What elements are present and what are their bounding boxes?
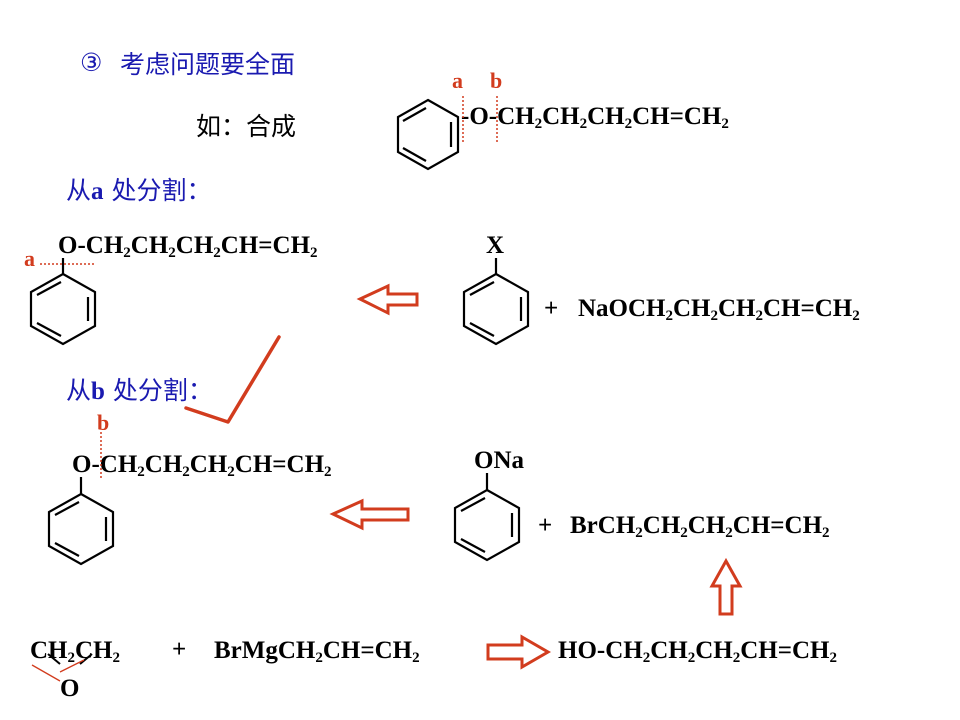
formula-subscript: 2 bbox=[732, 650, 741, 666]
formula-subscript: 2 bbox=[137, 464, 145, 480]
formula-subscript: 2 bbox=[721, 116, 729, 132]
bond-label-a: a bbox=[452, 68, 463, 93]
route-a-reagent-formula: NaOCH2CH2CH2CH=CH2 bbox=[578, 295, 860, 324]
formula-segment: CH bbox=[718, 295, 756, 322]
formula-segment: CH bbox=[687, 512, 726, 539]
epoxide-cleavage-marks bbox=[31, 659, 85, 682]
formula-segment: BrMgCH bbox=[214, 637, 316, 664]
formula-segment: HO-CH bbox=[558, 637, 643, 664]
formula-subscript: 2 bbox=[324, 464, 332, 480]
formula-segment: O-CH bbox=[72, 451, 138, 478]
formula-segment: BrCH bbox=[570, 512, 636, 539]
formula-segment: O-CH bbox=[58, 232, 124, 259]
formula-segment: CH bbox=[542, 103, 580, 130]
formula-segment: CH=CH bbox=[732, 512, 823, 539]
formula-segment: CH bbox=[189, 451, 228, 478]
formula-subscript: 2 bbox=[534, 116, 543, 132]
synthesis-plus: + bbox=[172, 636, 187, 663]
epoxide-formula: CH2CH2 bbox=[30, 637, 121, 666]
formula-subscript: 2 bbox=[822, 525, 830, 541]
formula-segment: CH bbox=[175, 232, 214, 259]
grignard-formula: BrMgCH2CH=CH2 bbox=[214, 637, 420, 666]
formula-subscript: 2 bbox=[624, 116, 633, 132]
epoxide-ring bbox=[47, 653, 93, 665]
formula-subscript: 2 bbox=[310, 245, 318, 261]
formula-subscript: 2 bbox=[687, 650, 696, 666]
formula-subscript: 2 bbox=[123, 245, 131, 261]
target-formula: -O-CH2CH2CH2CH=CH2 bbox=[461, 103, 729, 132]
route-a-bond-label: a bbox=[24, 246, 35, 271]
route-b-product-formula: O-CH2CH2CH2CH=CH2 bbox=[72, 451, 332, 480]
formula-segment: CH bbox=[673, 295, 711, 322]
route-a-heading: 从a 处分割： bbox=[66, 176, 212, 205]
benzene-ring-target bbox=[396, 98, 460, 171]
formula-subscript: 2 bbox=[168, 245, 176, 261]
formula-segment: CH=CH bbox=[740, 637, 830, 664]
formula-subscript: 2 bbox=[412, 650, 420, 666]
formula-subscript: 2 bbox=[67, 650, 76, 666]
route-b-reagent-formula: BrCH2CH2CH2CH=CH2 bbox=[570, 512, 830, 541]
section-title: 考虑问题要全面 bbox=[120, 50, 296, 79]
formula-segment: CH bbox=[130, 232, 169, 259]
formula-subscript: 2 bbox=[710, 308, 719, 324]
formula-segment: CH=CH bbox=[220, 232, 311, 259]
benzene-ring-halobenzene bbox=[462, 258, 530, 346]
retro-arrow-route-b bbox=[329, 498, 410, 531]
formula-subscript: 2 bbox=[213, 245, 221, 261]
formula-subscript: 2 bbox=[725, 525, 733, 541]
check-mark-icon bbox=[184, 335, 281, 424]
formula-segment: CH bbox=[30, 637, 68, 664]
formula-subscript: 2 bbox=[829, 650, 837, 666]
alcohol-formula: HO-CH2CH2CH2CH=CH2 bbox=[558, 637, 837, 666]
route-b-plus: + bbox=[538, 512, 553, 539]
formula-subscript: 2 bbox=[755, 308, 764, 324]
formula-subscript: 2 bbox=[315, 650, 323, 666]
epoxide-oxygen: O bbox=[60, 675, 80, 702]
formula-subscript: 2 bbox=[642, 650, 651, 666]
formula-segment: CH bbox=[144, 451, 183, 478]
formula-subscript: 2 bbox=[227, 464, 235, 480]
formula-segment: CH=CH bbox=[763, 295, 853, 322]
formula-segment: -O-CH bbox=[461, 103, 535, 130]
route-a-plus: + bbox=[544, 295, 559, 322]
formula-segment: CH bbox=[75, 637, 113, 664]
synthesis-arrow-forward bbox=[486, 634, 552, 670]
formula-segment: CH bbox=[695, 637, 733, 664]
formula-subscript: 2 bbox=[182, 464, 190, 480]
retro-arrow-route-a bbox=[356, 283, 419, 316]
formula-subscript: 2 bbox=[579, 116, 588, 132]
route-b-substituent: ONa bbox=[474, 447, 524, 474]
formula-segment: CH=CH bbox=[632, 103, 722, 130]
formula-subscript: 2 bbox=[112, 650, 121, 666]
route-b-heading: 从b 处分割： bbox=[66, 376, 213, 405]
formula-subscript: 2 bbox=[852, 308, 860, 324]
formula-subscript: 2 bbox=[665, 308, 674, 324]
route-b-bond-label: b bbox=[97, 410, 110, 435]
formula-segment: CH bbox=[642, 512, 681, 539]
intro-label: 如：合成 bbox=[196, 112, 297, 141]
formula-segment: CH=CH bbox=[322, 637, 413, 664]
route-a-substituent: X bbox=[486, 232, 505, 259]
formula-segment: CH bbox=[587, 103, 625, 130]
section-number: ③ bbox=[80, 48, 103, 77]
formula-segment: NaOCH bbox=[578, 295, 666, 322]
benzene-ring-route-b-product bbox=[47, 477, 115, 566]
bond-label-b: b bbox=[490, 68, 503, 93]
route-a-product-formula: O-CH2CH2CH2CH=CH2 bbox=[58, 232, 318, 261]
benzene-ring-phenoxide bbox=[453, 473, 521, 562]
formula-subscript: 2 bbox=[635, 525, 643, 541]
synthesis-arrow-up bbox=[709, 557, 743, 616]
formula-segment: CH bbox=[650, 637, 688, 664]
formula-segment: CH=CH bbox=[234, 451, 325, 478]
formula-subscript: 2 bbox=[680, 525, 688, 541]
benzene-ring-route-a-product bbox=[29, 258, 97, 346]
